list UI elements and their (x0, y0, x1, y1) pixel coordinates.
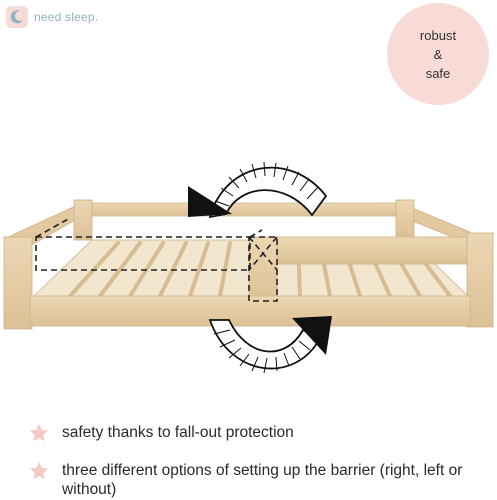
feature-text: three different options of setting up th… (62, 462, 463, 498)
star-icon (29, 461, 49, 480)
badge-line-3: safe (425, 65, 451, 81)
star-icon (29, 423, 49, 442)
robust-safe-badge: robust & safe (387, 3, 489, 105)
feature-text: safety thanks to fall-out protection (62, 424, 294, 441)
rotate-arrow-top (188, 161, 328, 219)
rotate-arrow-bottom (208, 316, 332, 374)
brand-logo: need sleep. (6, 6, 98, 28)
moon-icon (6, 6, 28, 28)
badge-line-2: & (433, 46, 443, 62)
feature-item: safety thanks to fall-out protection (28, 423, 294, 444)
brand-name: need sleep. (34, 10, 99, 24)
feature-item: three different options of setting up th… (28, 461, 497, 499)
bed-illustration (3, 161, 494, 374)
badge-line-1: robust (419, 27, 457, 43)
